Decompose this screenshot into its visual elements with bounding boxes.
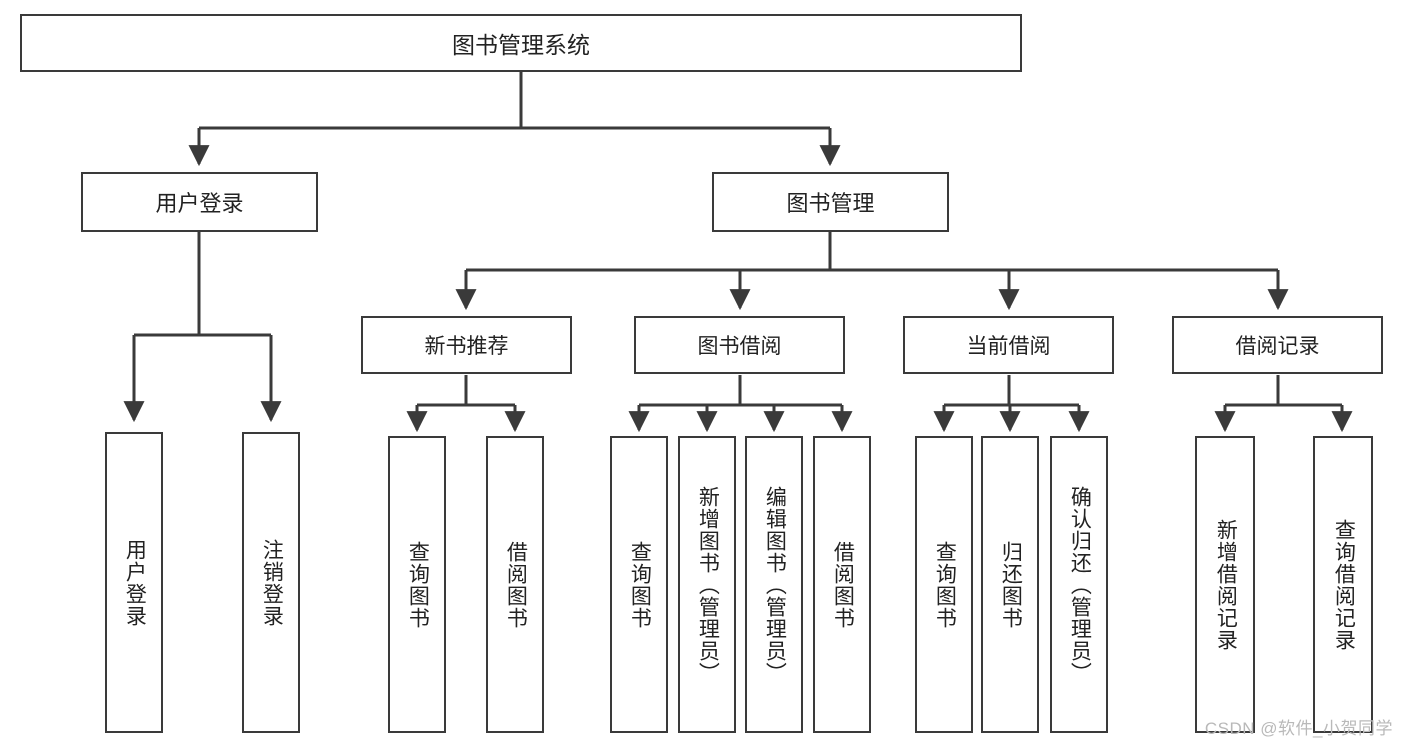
node-leaf-return-book[interactable]: 归还图书 <box>981 436 1039 733</box>
node-leaf-query-book-2-label: 查询图书 <box>628 540 652 629</box>
node-leaf-add-record-label: 新增借阅记录 <box>1214 518 1238 651</box>
node-leaf-confirm-return-label: 确认归还（管理员） <box>1068 485 1092 684</box>
watermark: CSDN @软件_小贺同学 <box>1204 719 1393 738</box>
node-leaf-query-book-2[interactable]: 查询图书 <box>610 436 668 733</box>
node-book-borrow[interactable]: 图书借阅 <box>634 316 845 374</box>
node-leaf-add-record[interactable]: 新增借阅记录 <box>1195 436 1255 733</box>
node-leaf-query-record-label: 查询借阅记录 <box>1332 518 1356 651</box>
node-leaf-query-book-1-label: 查询图书 <box>406 540 430 629</box>
node-current-borrow-label: 当前借阅 <box>966 335 1051 358</box>
node-leaf-user-login[interactable]: 用户登录 <box>105 432 163 733</box>
node-leaf-borrow-book-2-label: 借阅图书 <box>831 540 855 629</box>
node-leaf-add-book[interactable]: 新增图书（管理员） <box>678 436 736 733</box>
node-leaf-edit-book[interactable]: 编辑图书（管理员） <box>745 436 803 733</box>
node-root[interactable]: 图书管理系统 <box>20 14 1022 72</box>
node-leaf-borrow-book-1[interactable]: 借阅图书 <box>486 436 544 733</box>
node-borrow-record-label: 借阅记录 <box>1235 335 1320 358</box>
node-new-book-recommend-label: 新书推荐 <box>424 335 509 358</box>
node-leaf-user-logout-label: 注销登录 <box>260 538 284 627</box>
node-leaf-user-login-label: 用户登录 <box>123 538 147 627</box>
node-leaf-query-book-1[interactable]: 查询图书 <box>388 436 446 733</box>
node-book-management[interactable]: 图书管理 <box>712 172 949 232</box>
node-new-book-recommend[interactable]: 新书推荐 <box>361 316 572 374</box>
node-user-login-label: 用户登录 <box>155 191 244 216</box>
node-leaf-add-book-label: 新增图书（管理员） <box>696 485 720 684</box>
node-leaf-return-book-label: 归还图书 <box>999 540 1023 629</box>
node-leaf-borrow-book-2[interactable]: 借阅图书 <box>813 436 871 733</box>
node-leaf-confirm-return[interactable]: 确认归还（管理员） <box>1050 436 1108 733</box>
node-leaf-query-book-3[interactable]: 查询图书 <box>915 436 973 733</box>
node-borrow-record[interactable]: 借阅记录 <box>1172 316 1383 374</box>
node-leaf-borrow-book-1-label: 借阅图书 <box>504 540 528 629</box>
node-leaf-query-book-3-label: 查询图书 <box>933 540 957 629</box>
node-book-borrow-label: 图书借阅 <box>697 335 782 358</box>
node-root-label: 图书管理系统 <box>452 32 590 58</box>
node-book-management-label: 图书管理 <box>786 191 875 216</box>
node-leaf-user-logout[interactable]: 注销登录 <box>242 432 300 733</box>
node-leaf-query-record[interactable]: 查询借阅记录 <box>1313 436 1373 733</box>
node-user-login[interactable]: 用户登录 <box>81 172 318 232</box>
node-current-borrow[interactable]: 当前借阅 <box>903 316 1114 374</box>
node-leaf-edit-book-label: 编辑图书（管理员） <box>763 485 787 684</box>
